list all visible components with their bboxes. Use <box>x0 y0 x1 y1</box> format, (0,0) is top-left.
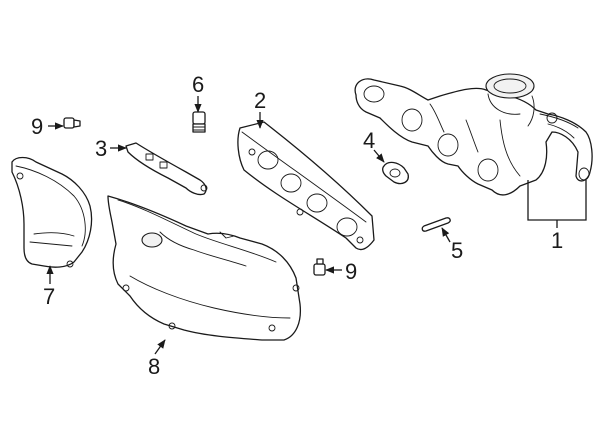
part-sensor-bracket[interactable] <box>125 142 208 196</box>
callout-1: 1 <box>551 228 563 253</box>
part-heat-shield-large[interactable] <box>107 195 302 341</box>
callout-2: 2 <box>254 88 266 113</box>
callout-5: 5 <box>451 238 463 263</box>
part-small-gasket[interactable] <box>382 161 409 185</box>
part-bolt-left[interactable] <box>63 117 81 129</box>
callout-9-left: 9 <box>31 114 43 139</box>
part-exhaust-manifold[interactable] <box>354 73 593 196</box>
callout-3: 3 <box>95 136 107 161</box>
callout-7: 7 <box>43 284 55 309</box>
part-heat-shield-small[interactable] <box>11 156 93 268</box>
leader-lines <box>46 96 587 355</box>
callout-6: 6 <box>192 72 204 97</box>
part-pin[interactable] <box>421 217 451 232</box>
callout-9-right: 9 <box>345 259 357 284</box>
callout-8: 8 <box>148 354 160 379</box>
part-stud[interactable] <box>192 111 206 133</box>
part-bolt-right[interactable] <box>313 258 326 276</box>
part-manifold-gasket[interactable] <box>237 121 375 251</box>
callout-4: 4 <box>363 128 375 153</box>
